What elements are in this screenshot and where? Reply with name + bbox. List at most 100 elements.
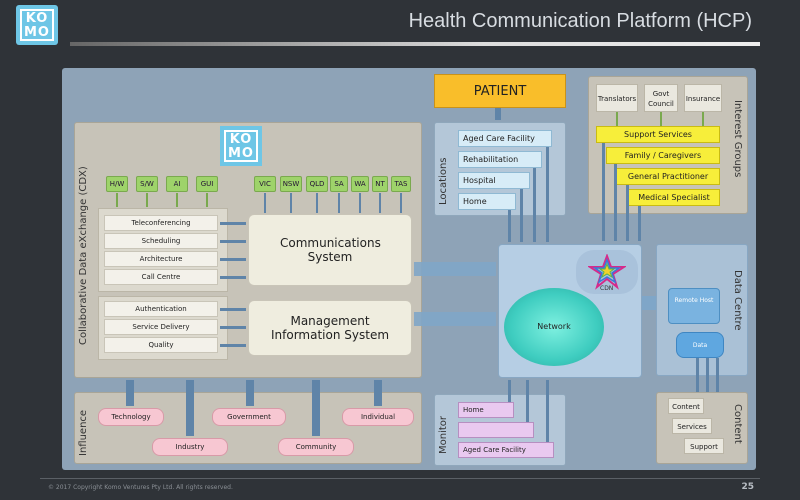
- monitor-label: Monitor: [438, 415, 449, 454]
- region-arrow: [338, 193, 340, 213]
- influence-industry: Industry: [152, 438, 228, 456]
- data-store: Data: [676, 332, 724, 358]
- patient-box: PATIENT: [434, 74, 566, 108]
- management-information-system: Management Information System: [248, 300, 412, 356]
- interest-arrow: [626, 185, 629, 241]
- list-arrow: [220, 276, 246, 279]
- interest-arrow: [602, 143, 605, 241]
- region-arrow: [316, 193, 318, 213]
- influence-arrow: [374, 380, 382, 406]
- tag-gui: GUI: [196, 176, 218, 192]
- communications-system: Communications System: [248, 214, 412, 286]
- communications-system-label: Communications System: [280, 236, 381, 264]
- influence-government: Government: [212, 408, 286, 426]
- cdx-label: Collaborative Data eXchange (CDX): [78, 166, 89, 345]
- mgmt-item-service-delivery: Service Delivery: [104, 319, 218, 335]
- cdx-logo: KO MO: [220, 126, 262, 166]
- network-cloud: Network: [504, 288, 604, 366]
- location-rehabilitation: Rehabilitation: [458, 151, 542, 168]
- interest-arrow: [614, 164, 617, 241]
- remote-host-label: Remote Host: [674, 297, 714, 304]
- interest-top-arrow: [616, 112, 618, 126]
- remote-host: Remote Host: [668, 288, 720, 324]
- influence-label: Influence: [78, 409, 89, 456]
- monitor-arrow: [508, 380, 511, 402]
- interest-groups-label: Interest Groups: [732, 100, 743, 178]
- list-arrow: [220, 222, 246, 225]
- monitor-arrow: [526, 380, 529, 422]
- ig-govt-council: Govt Council: [644, 84, 678, 112]
- monitor-arrow: [546, 380, 549, 442]
- ig-translators: Translators: [596, 84, 638, 112]
- list-arrow: [220, 308, 246, 311]
- region-wa: WA: [351, 176, 369, 192]
- copyright-text: © 2017 Copyright Komo Ventures Pty Ltd. …: [48, 484, 233, 491]
- data-store-label: Data: [692, 342, 708, 349]
- cdx-logo-text: KO MO: [224, 130, 258, 162]
- influence-individual: Individual: [342, 408, 414, 426]
- influence-arrow: [126, 380, 134, 406]
- komo-logo-text: KO MO: [20, 9, 54, 41]
- region-nsw: NSW: [280, 176, 302, 192]
- footer-rule: [40, 478, 760, 479]
- influence-community: Community: [278, 438, 354, 456]
- tag-arrow: [116, 193, 118, 207]
- monitor-item-home: Home: [458, 402, 514, 418]
- page-number: 25: [741, 482, 754, 492]
- ig-medical-specialist: Medical Specialist: [628, 189, 720, 206]
- patient-label: PATIENT: [473, 84, 527, 99]
- region-sa: SA: [330, 176, 348, 192]
- region-nt: NT: [372, 176, 388, 192]
- influence-arrow: [186, 380, 194, 436]
- region-arrow: [359, 193, 361, 213]
- region-vic: VIC: [254, 176, 276, 192]
- region-qld: QLD: [306, 176, 328, 192]
- ig-support-services: Support Services: [596, 126, 720, 143]
- region-arrow: [379, 193, 381, 213]
- comm-item-teleconferencing: Teleconferencing: [104, 215, 218, 231]
- tag-sw: S/W: [136, 176, 158, 192]
- mis-to-network-arrow: [414, 312, 496, 326]
- data-centre-label: Data Centre: [732, 270, 743, 331]
- region-tas: TAS: [391, 176, 411, 192]
- komo-logo: KO MO: [16, 5, 58, 45]
- region-arrow: [400, 193, 402, 213]
- comm-to-network-arrow: [414, 262, 496, 276]
- region-arrow: [264, 193, 266, 213]
- influence-arrow: [312, 380, 320, 436]
- mgmt-item-authentication: Authentication: [104, 301, 218, 317]
- monitor-item-blank: [458, 422, 534, 438]
- comm-item-call-centre: Call Centre: [104, 269, 218, 285]
- influence-arrow: [246, 380, 254, 406]
- tag-hw: H/W: [106, 176, 128, 192]
- mgmt-item-quality: Quality: [104, 337, 218, 353]
- location-aged-care: Aged Care Facility: [458, 130, 552, 147]
- content-item-support: Support: [684, 438, 724, 454]
- title-divider: [70, 42, 760, 46]
- datacentre-arrow: [706, 358, 709, 424]
- interest-top-arrow: [660, 112, 662, 126]
- location-hospital: Hospital: [458, 172, 530, 189]
- location-arrow: [546, 147, 549, 242]
- cdn-label: CDN: [600, 285, 614, 292]
- location-arrow: [520, 189, 523, 242]
- network-to-datacentre-arrow: [642, 296, 660, 310]
- page-title: Health Communication Platform (HCP): [408, 10, 752, 32]
- comm-item-architecture: Architecture: [104, 251, 218, 267]
- location-home: Home: [458, 193, 516, 210]
- list-arrow: [220, 326, 246, 329]
- content-label: Content: [732, 404, 743, 444]
- list-arrow: [220, 240, 246, 243]
- region-arrow: [290, 193, 292, 213]
- location-arrow: [508, 210, 511, 242]
- tag-arrow: [206, 193, 208, 207]
- patient-arrow: [495, 108, 501, 120]
- location-arrow: [533, 168, 536, 242]
- ig-general-practitioner: General Practitioner: [616, 168, 720, 185]
- cdn-star-icon: [588, 254, 626, 290]
- list-arrow: [220, 258, 246, 261]
- datacentre-arrow: [696, 358, 699, 402]
- interest-top-arrow: [702, 112, 704, 126]
- influence-technology: Technology: [98, 408, 164, 426]
- management-information-system-label: Management Information System: [270, 314, 390, 342]
